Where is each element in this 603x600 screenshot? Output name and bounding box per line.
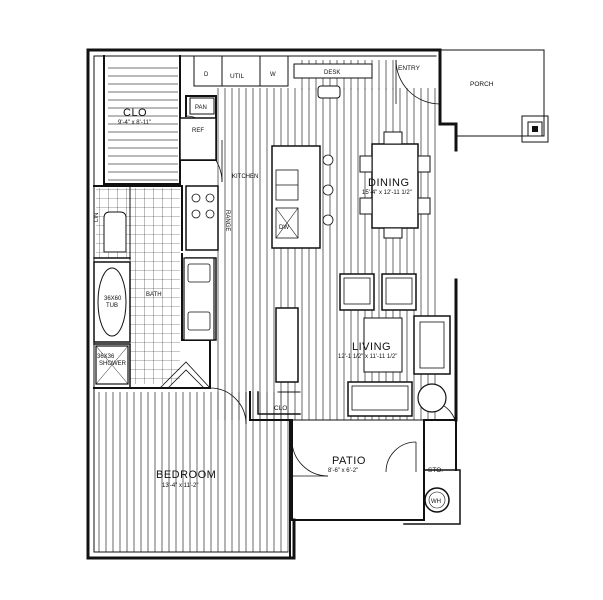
pantry-ref: [179, 97, 217, 161]
room-name-kitchen: KITCHEN: [232, 174, 258, 180]
room-labels: CLO 9'-4" x 8'-11" KITCHEN DINING 15'-4"…: [118, 65, 494, 489]
room-name-living: LIVING: [352, 341, 391, 353]
room-dims-living: 12'-1 1/2" x 11'-11 1/2": [338, 354, 397, 360]
room-name-util: UTIL: [230, 73, 244, 80]
room-name-storage: STO.: [428, 467, 443, 474]
room-name-entry: ENTRY: [398, 65, 421, 72]
room-dims-closet: 9'-4" x 8'-11": [118, 120, 151, 126]
dryer-label: D: [204, 72, 209, 78]
water-heater-label: WH: [431, 499, 441, 505]
living-furniture: [275, 273, 451, 417]
laundry-area: [193, 55, 373, 99]
desk-label: DESK: [324, 70, 340, 76]
porch-post: [521, 115, 549, 143]
room-dims-bedroom: 13'-4" x 11'-2": [162, 483, 198, 489]
room-name-porch: PORCH: [470, 81, 494, 88]
water-heater: [424, 487, 450, 513]
refrigerator-label: REF: [192, 128, 204, 134]
room-name-dining: DINING: [368, 177, 410, 189]
pantry-label: PAN: [195, 105, 207, 111]
room-name-patio: PATIO: [332, 455, 366, 467]
room-dims-patio: 8'-6" x 6'-2": [328, 468, 358, 474]
kitchen-island: [271, 145, 334, 249]
dining-set: [359, 131, 431, 239]
dishwasher-label: DW: [279, 225, 289, 231]
room-name-closet-small: CLO: [274, 405, 287, 412]
range-label: RANGE: [224, 210, 230, 231]
room-name-bath: BATH: [146, 292, 162, 298]
room-dims-dining: 15'-4" x 12'-11 1/2": [362, 190, 412, 196]
room-name-closet: CLO: [123, 107, 147, 119]
room-name-bedroom: BEDROOM: [156, 469, 216, 481]
linen-label: LIN: [94, 213, 100, 222]
washer-label: W: [270, 72, 276, 78]
bath-fixtures: [93, 211, 215, 385]
